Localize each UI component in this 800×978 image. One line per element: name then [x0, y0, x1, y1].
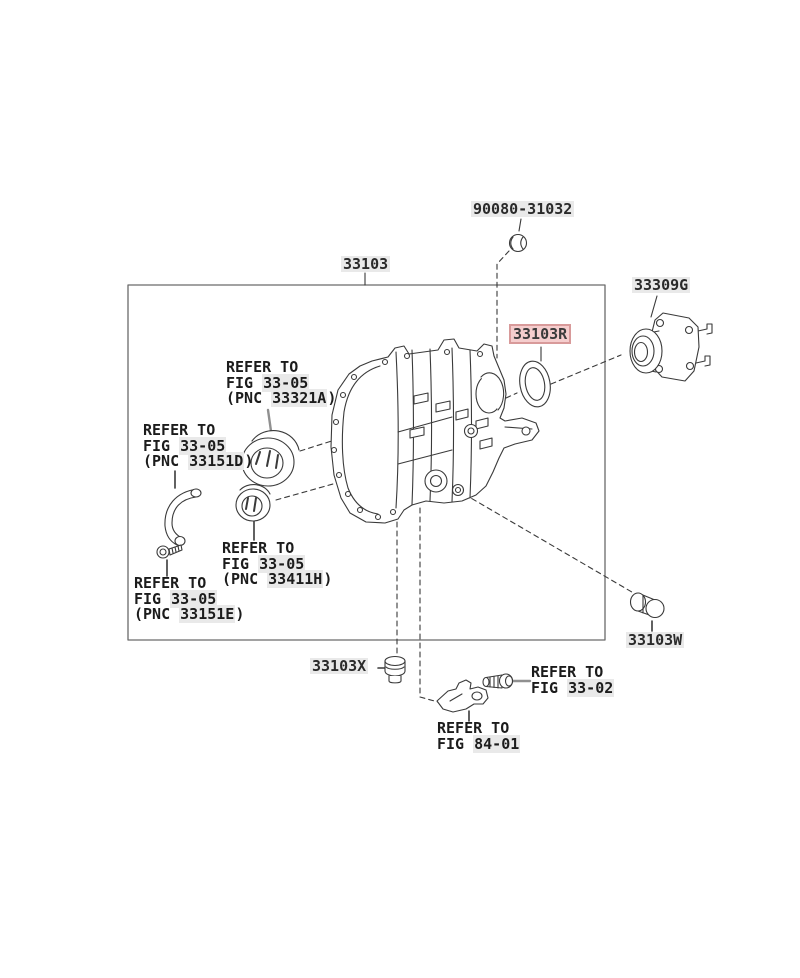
fig-number[interactable]: 33-02	[567, 678, 615, 697]
pnc-word: (PNC	[143, 452, 180, 470]
part-label-33309g[interactable]: 33309G	[632, 276, 691, 294]
pnc-line: (PNC 33321A)	[226, 389, 337, 407]
case-flange-bolt-holes	[330, 348, 484, 521]
fig-number[interactable]: 33-05	[170, 589, 218, 608]
bearing-33321a-drawing	[241, 429, 300, 487]
refer-note-8401: REFER TO FIG 84-01	[437, 719, 521, 753]
assembly-dashed-lines	[275, 250, 638, 703]
pnc-number[interactable]: 33151E	[179, 605, 236, 623]
refer-note-33321a: REFER TO FIG 33-05 (PNC 33321A)	[226, 358, 337, 407]
diagram-frame	[127, 284, 606, 641]
refer-word: REFER TO	[143, 421, 216, 439]
refer-line: REFER TO	[134, 574, 244, 592]
part-label-33103[interactable]: 33103	[341, 255, 391, 273]
fig-line: FIG 33-05	[226, 373, 336, 392]
pnc-line: (PNC 33151D)	[143, 452, 254, 470]
pnc-close: )	[235, 605, 245, 623]
refer-line: REFER TO	[437, 719, 520, 737]
fig-word: FIG	[143, 436, 171, 455]
union-90080-drawing	[508, 233, 528, 253]
fig-line: FIG 33-05	[222, 554, 332, 573]
fig-line: FIG 33-05	[143, 436, 253, 455]
plug-33103x-drawing	[384, 655, 406, 684]
part-label-33103x[interactable]: 33103X	[310, 657, 369, 675]
fig-word: FIG	[437, 734, 465, 753]
refer-note-33151d: REFER TO FIG 33-05 (PNC 33151D)	[143, 421, 254, 470]
pnc-word: (PNC	[222, 570, 259, 588]
refer-word: REFER TO	[437, 719, 510, 737]
refer-line: REFER TO	[531, 663, 614, 681]
pnc-number[interactable]: 33321A	[271, 389, 328, 407]
refer-line: REFER TO	[222, 539, 332, 557]
part-label-90080-31032[interactable]: 90080-31032	[471, 200, 575, 218]
fig-word: FIG	[134, 589, 162, 608]
transfer-case-drawing	[330, 338, 540, 524]
plug-33103w-drawing	[629, 592, 665, 619]
refer-word: REFER TO	[531, 663, 604, 681]
part-label-33103w[interactable]: 33103W	[626, 631, 685, 649]
pnc-close: )	[323, 570, 333, 588]
fig-number[interactable]: 84-01	[473, 734, 521, 753]
pnc-word: (PNC	[226, 389, 263, 407]
fig-word: FIG	[226, 373, 254, 392]
fig-number[interactable]: 33-05	[262, 373, 310, 392]
refer-word: REFER TO	[226, 358, 299, 376]
pnc-word: (PNC	[134, 605, 171, 623]
pnc-close: )	[244, 452, 254, 470]
fig-word: FIG	[531, 678, 559, 697]
bearing-33411h-drawing	[235, 483, 271, 522]
bolt-refer-3302-drawing	[482, 673, 514, 689]
bolt-33151e-drawing	[156, 544, 183, 559]
fig-line: FIG 33-02	[531, 678, 615, 697]
pnc-number[interactable]: 33411H	[267, 570, 324, 588]
refer-note-3302: REFER TO FIG 33-02	[531, 663, 615, 697]
refer-line: REFER TO	[226, 358, 336, 376]
refer-note-33151e: REFER TO FIG 33-05 (PNC 33151E)	[134, 574, 245, 623]
refer-note-33411h: REFER TO FIG 33-05 (PNC 33411H)	[222, 539, 333, 588]
lever-refer-8401-drawing	[436, 679, 489, 713]
pnc-close: )	[327, 389, 337, 407]
flange-33309g-drawing	[629, 312, 713, 382]
leader-lines	[166, 218, 658, 722]
refer-line: REFER TO	[143, 421, 253, 439]
fig-number[interactable]: 33-05	[258, 554, 306, 573]
pnc-line: (PNC 33151E)	[134, 605, 245, 623]
pnc-number[interactable]: 33151D	[188, 452, 245, 470]
clip-33151d-drawing	[164, 488, 202, 547]
fig-number[interactable]: 33-05	[179, 436, 227, 455]
refer-word: REFER TO	[222, 539, 295, 557]
fig-line: FIG 33-05	[134, 589, 244, 608]
seal-33103r-drawing	[519, 360, 551, 408]
pnc-line: (PNC 33411H)	[222, 570, 333, 588]
refer-word: REFER TO	[134, 574, 207, 592]
part-label-33103r-selected[interactable]: 33103R	[509, 324, 572, 344]
fig-line: FIG 84-01	[437, 734, 521, 753]
fig-word: FIG	[222, 554, 250, 573]
